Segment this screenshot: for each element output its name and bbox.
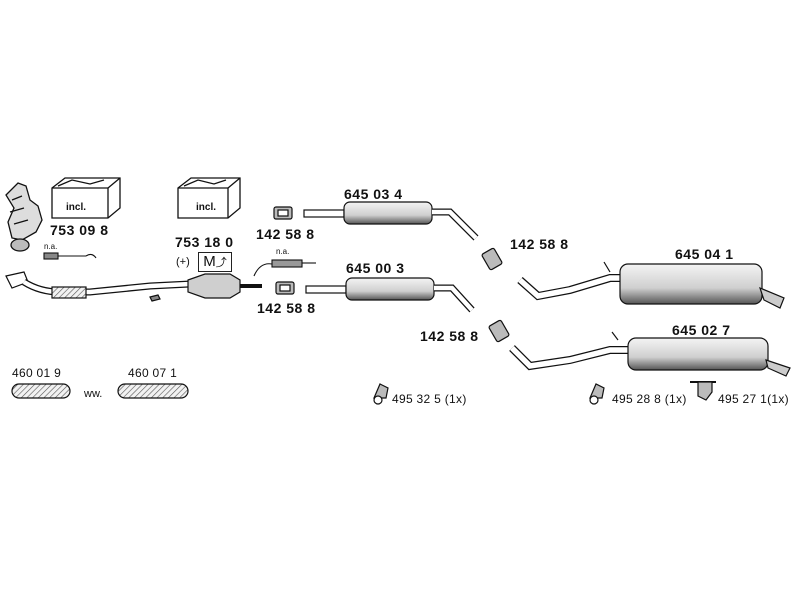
- catalytic-converter: [187, 273, 262, 299]
- lambda-sensor-icon: [43, 252, 97, 260]
- kit-included-label: incl.: [196, 202, 217, 213]
- clamp-icon: [273, 206, 293, 220]
- part-number: 142 58 8: [257, 300, 316, 316]
- part-number: 460 07 1: [128, 366, 178, 380]
- plus-note: (+): [176, 256, 190, 268]
- part-number: 495 32 5 (1x): [392, 392, 467, 406]
- ww-note: ww.: [84, 388, 103, 400]
- part-number: 645 00 3: [346, 260, 405, 276]
- kit-included-label: incl.: [66, 202, 87, 213]
- middle-silencer: [303, 201, 479, 241]
- lambda-sensor-icon: [253, 259, 316, 277]
- part-number: 460 01 9: [12, 366, 62, 380]
- m-box: M⤴: [198, 252, 232, 272]
- clamp-icon: [275, 281, 295, 295]
- part-number: 142 58 8: [510, 236, 569, 252]
- part-number: 495 27 1(1x): [718, 392, 789, 406]
- part-number: 753 09 8: [50, 222, 109, 238]
- flex-pipe: [117, 383, 189, 399]
- rear-silencer: [509, 331, 791, 377]
- hanger-icon: [373, 383, 389, 405]
- part-number: 645 03 4: [344, 186, 403, 202]
- arrow-icon: ⤴: [215, 257, 227, 269]
- not-available-note: n.a.: [44, 242, 58, 251]
- front-pipe: [5, 271, 191, 302]
- flex-pipe: [11, 383, 71, 399]
- hanger-icon: [589, 383, 605, 405]
- part-number: 142 58 8: [256, 226, 315, 242]
- clamp-icon: [481, 247, 503, 271]
- part-number: 645 04 1: [675, 246, 734, 262]
- part-number: 142 58 8: [420, 328, 479, 344]
- kit-box-icon: [177, 177, 241, 219]
- middle-silencer: [305, 277, 475, 313]
- clamp-icon: [488, 319, 510, 343]
- m-box-label: M: [203, 253, 216, 270]
- manifold-icon: [5, 182, 43, 252]
- part-number: 645 02 7: [672, 322, 731, 338]
- hanger-icon: [690, 381, 716, 401]
- kit-box-icon: [51, 177, 121, 219]
- part-number: 495 28 8 (1x): [612, 392, 687, 406]
- rear-silencer: [517, 261, 785, 309]
- not-available-note: n.a.: [276, 247, 290, 256]
- part-number: 753 18 0: [175, 234, 234, 250]
